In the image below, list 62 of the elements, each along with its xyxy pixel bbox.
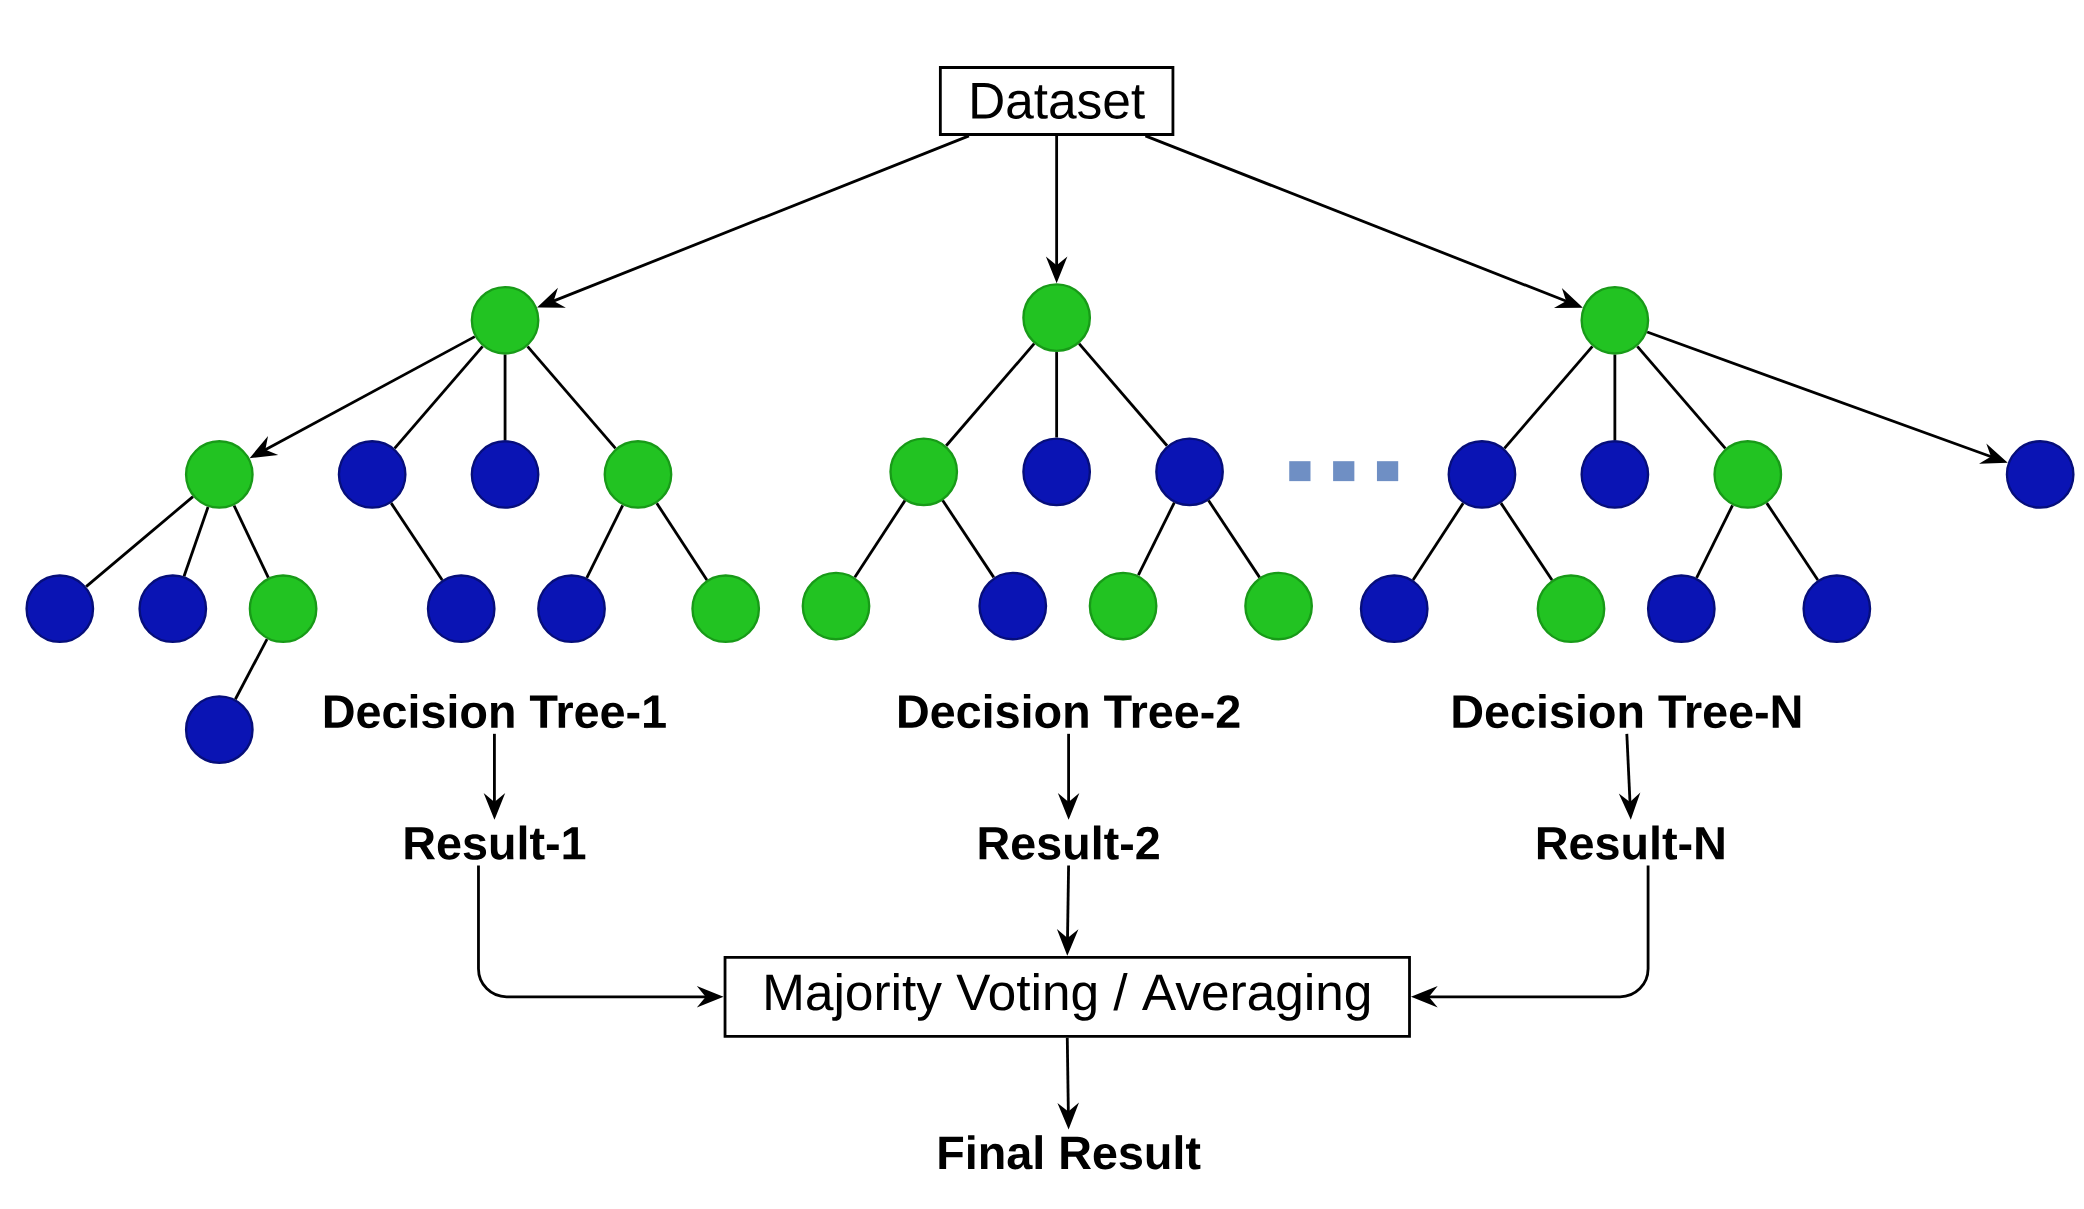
branch-line — [1137, 501, 1176, 576]
branch-line — [526, 345, 617, 450]
result-label: Result-1 — [405, 825, 586, 860]
result-label: Result-2 — [979, 825, 1159, 860]
branch-line — [1636, 345, 1727, 450]
tree-label: Decision Tree-1 — [324, 693, 666, 728]
branch-line — [85, 495, 194, 588]
tree-node-circle — [426, 574, 496, 643]
branch-line — [945, 342, 1036, 447]
tree-node-circle — [1646, 574, 1716, 643]
tree-node-circle — [889, 437, 959, 506]
branch-line — [655, 502, 709, 581]
tree-label: Decision Tree-N — [1453, 693, 1801, 728]
tree-node-circle — [691, 574, 761, 643]
tree-node-circle — [801, 571, 871, 641]
tree-node-circle — [470, 439, 540, 509]
tree-label: Decision Tree-2 — [899, 693, 1240, 728]
branch-line — [234, 638, 269, 700]
tree-node-circle — [537, 574, 606, 643]
tree-node-circle — [1022, 283, 1092, 352]
tree-node-circle — [1447, 439, 1517, 509]
branch-line — [232, 504, 270, 579]
dataset-box: Dataset — [938, 65, 1175, 136]
branch-line — [1411, 502, 1465, 581]
branch-line — [585, 504, 624, 579]
tree-node-circle — [603, 439, 673, 509]
tree-node-circle — [1244, 571, 1313, 641]
tree-node-circle — [1536, 574, 1606, 643]
branch-line — [853, 499, 907, 578]
branch-line — [1503, 345, 1594, 450]
tree-node-circle — [184, 695, 254, 764]
tree-node-circle — [1022, 437, 1092, 506]
tree-node-circle — [1088, 571, 1158, 641]
branch-line — [1055, 351, 1059, 438]
tree-node-circle — [337, 439, 407, 509]
tree-node-circle — [1713, 439, 1783, 509]
branch-line — [1613, 354, 1617, 440]
branch-line — [393, 345, 484, 450]
tree-node-circle — [1580, 439, 1650, 509]
tree-node-circle — [470, 285, 540, 355]
tree-node-circle — [1155, 437, 1224, 506]
process-box: Majority Voting / Averaging — [723, 955, 1411, 1038]
branch-line — [390, 502, 444, 581]
tree-node-circle — [978, 571, 1048, 641]
final-result-label: Final Result — [939, 1134, 1201, 1170]
branch-line — [1207, 499, 1261, 578]
branch-line — [1499, 502, 1554, 581]
branch-line — [1695, 504, 1734, 579]
branch-line — [503, 354, 507, 440]
tree-node-circle — [2005, 439, 2075, 509]
branch-line — [941, 499, 995, 578]
tree-node-circle — [1802, 574, 1872, 643]
tree-node-circle — [1580, 285, 1650, 355]
tree-node-circle — [184, 439, 254, 509]
branch-line — [1765, 502, 1819, 581]
result-label: Result-N — [1537, 825, 1724, 860]
branch-line — [182, 506, 210, 577]
tree-node-circle — [1359, 574, 1429, 643]
branch-line — [1078, 342, 1169, 447]
tree-node-circle — [248, 574, 318, 643]
tree-node-circle — [138, 574, 208, 643]
tree-node-circle — [25, 574, 95, 643]
